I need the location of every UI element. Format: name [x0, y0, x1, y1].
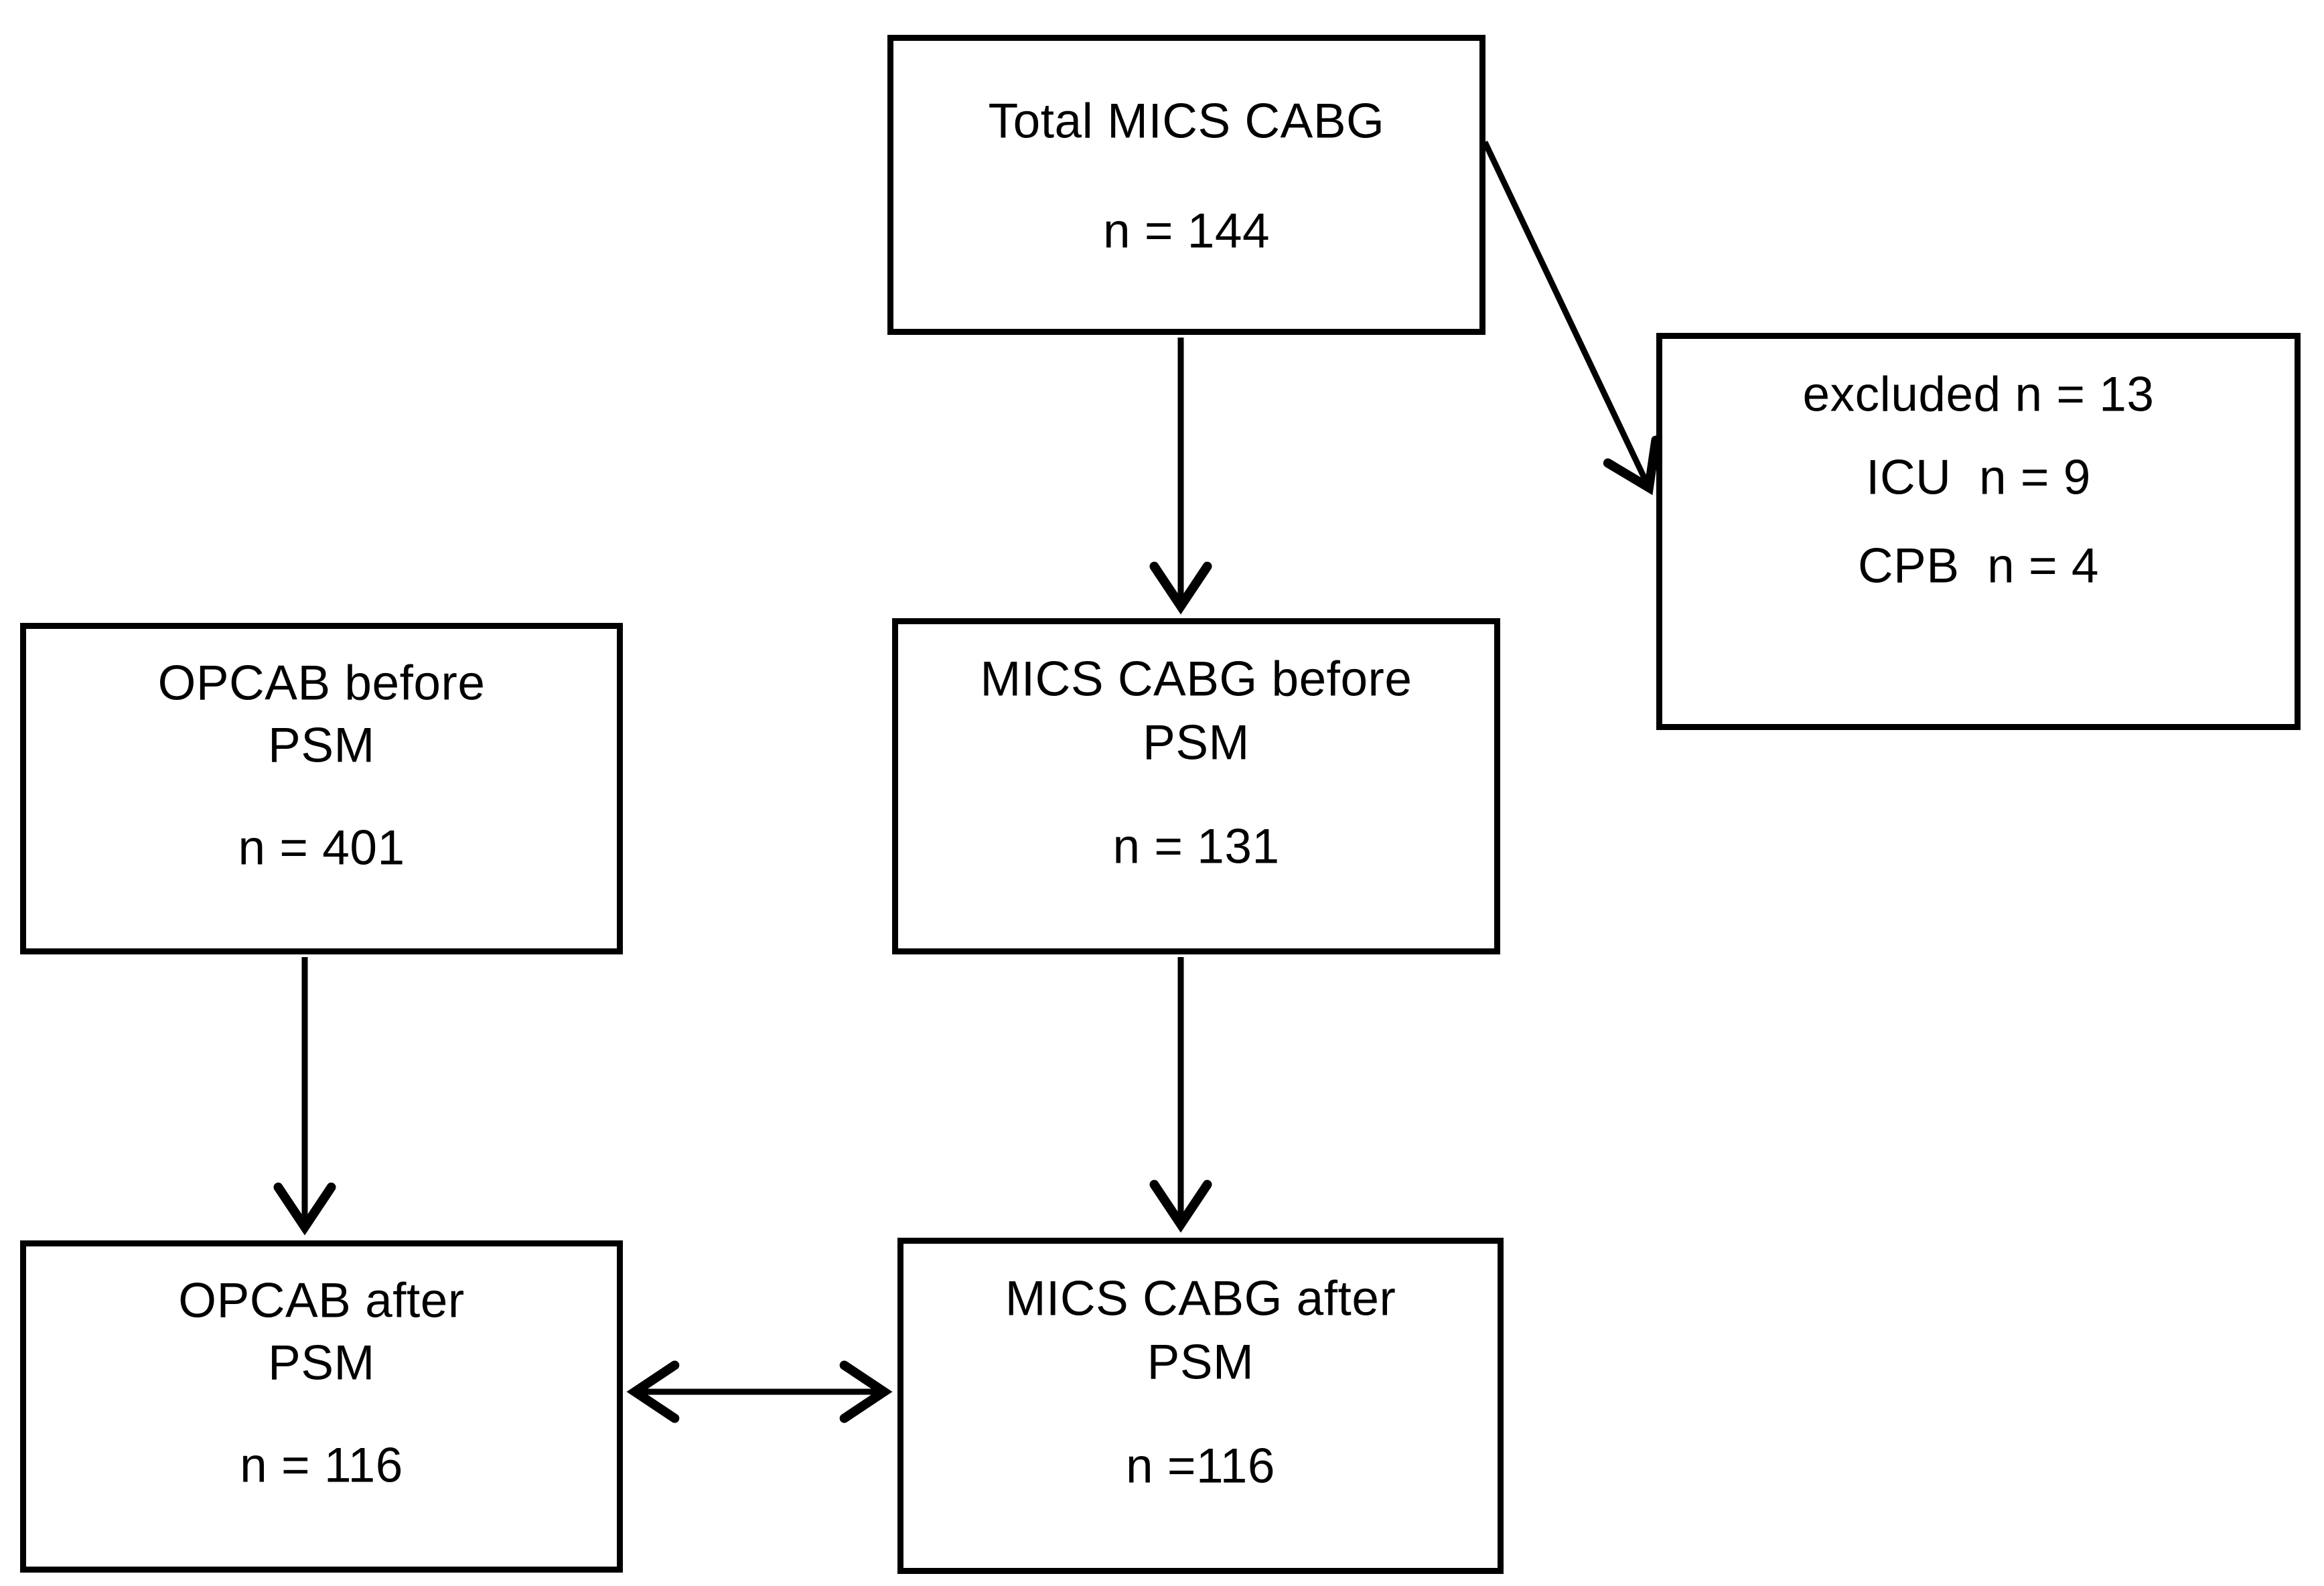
arrow-total-to-excluded — [1481, 141, 1661, 496]
mics-after-psm-label: PSM — [1147, 1335, 1254, 1390]
mics-before-label: MICS CABG before — [980, 652, 1412, 707]
total-mics-cabg-count: n = 144 — [1102, 204, 1270, 259]
mics-after-count: n =116 — [1126, 1439, 1275, 1494]
total-mics-cabg-label: Total MICS CABG — [988, 94, 1385, 149]
opcab-after-psm-label: PSM — [268, 1336, 375, 1390]
excluded-cpb-label: CPB n = 4 — [1857, 538, 2100, 593]
mics-before-count: n = 131 — [1112, 819, 1280, 874]
opcab-after-psm-box: OPCAB after PSM n = 116 — [20, 1240, 623, 1573]
total-mics-cabg-box: Total MICS CABG n = 144 — [887, 35, 1485, 335]
mics-cabg-after-psm-box: MICS CABG after PSM n =116 — [897, 1238, 1504, 1574]
excluded-total-label: excluded n = 13 — [1802, 367, 2155, 422]
opcab-before-label: OPCAB before — [157, 656, 486, 711]
opcab-before-psm-box: OPCAB before PSM n = 401 — [20, 623, 623, 954]
opcab-before-psm-label: PSM — [268, 718, 375, 773]
opcab-before-count: n = 401 — [238, 820, 405, 875]
opcab-after-count: n = 116 — [240, 1438, 403, 1493]
opcab-after-label: OPCAB after — [178, 1273, 465, 1328]
mics-before-psm-label: PSM — [1143, 715, 1250, 770]
mics-after-label: MICS CABG after — [1005, 1271, 1396, 1326]
mics-cabg-before-psm-box: MICS CABG before PSM n = 131 — [892, 618, 1500, 954]
excluded-box: excluded n = 13 ICU n = 9 CPB n = 4 — [1656, 333, 2301, 730]
excluded-icu-label: ICU n = 9 — [1866, 450, 2091, 505]
